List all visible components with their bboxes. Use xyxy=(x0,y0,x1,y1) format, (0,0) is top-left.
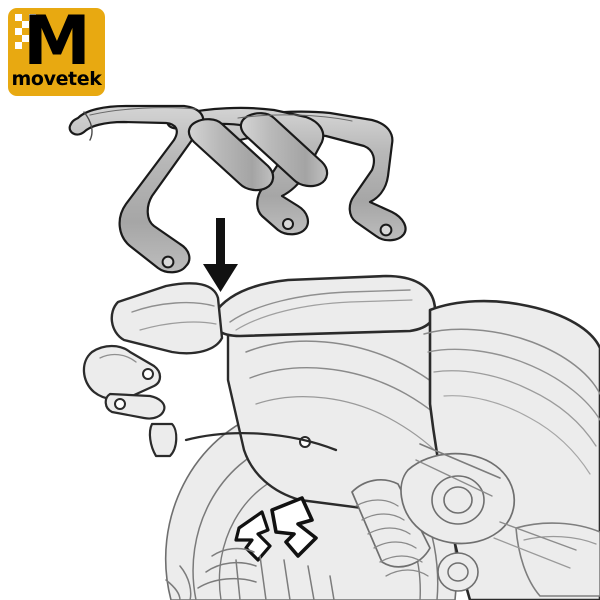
tail-light-seam xyxy=(131,301,215,313)
tank-contour-2 xyxy=(427,348,600,421)
brand-logo: M movetek xyxy=(8,8,105,96)
license-bracket-detail xyxy=(99,353,137,363)
rack-foot-hole-right xyxy=(379,223,393,237)
installation-arrow xyxy=(203,218,238,292)
motorcycle-drawing xyxy=(82,274,600,600)
swingarm-bar-1 xyxy=(419,443,501,479)
rack-top-rail-highlight xyxy=(89,107,197,116)
logo-mark: M xyxy=(15,8,91,70)
tank-contour-4 xyxy=(443,395,591,475)
wheel-spoke-shape-1 xyxy=(234,510,272,562)
rack-rail-highlight-2 xyxy=(237,114,353,122)
luggage-rack-drawing xyxy=(68,104,407,274)
rack-crossbrace-1 xyxy=(187,118,275,192)
rack-foot-hole-mid xyxy=(282,218,294,230)
side-cover-inner xyxy=(523,535,597,545)
tail-light-housing xyxy=(110,282,224,355)
rack-crossbrace-2 xyxy=(239,112,329,188)
brand-name: movetek xyxy=(11,68,102,90)
seat xyxy=(211,274,437,338)
logo-letter-m: M xyxy=(23,8,91,70)
swingarm-bar-4 xyxy=(493,537,571,569)
license-bracket xyxy=(82,344,162,401)
rack-front-loop xyxy=(68,104,205,274)
bracket-bolt-2 xyxy=(114,398,126,410)
tank-contour-1 xyxy=(423,328,600,395)
rack-end-cap-left xyxy=(83,111,93,141)
side-cover xyxy=(515,522,600,597)
tail-light-seam-2 xyxy=(139,321,217,331)
swingarm-bar-3 xyxy=(499,521,577,551)
swingarm-top-edge xyxy=(184,431,338,452)
bracket-tab xyxy=(148,422,178,458)
seat-seam-2 xyxy=(235,299,413,331)
bracket-bolt-1 xyxy=(142,368,154,380)
checkered-flag-icon xyxy=(15,14,42,49)
engine-detail xyxy=(165,547,335,600)
wheel-spoke-shape-2 xyxy=(270,496,318,558)
rear-shock xyxy=(351,479,431,577)
seat-seam-1 xyxy=(229,289,411,323)
swingarm-bar-2 xyxy=(415,459,493,497)
rack-foot-hole-left xyxy=(161,255,175,269)
suspension-hub xyxy=(400,452,516,592)
tank-contour-3 xyxy=(433,370,597,447)
